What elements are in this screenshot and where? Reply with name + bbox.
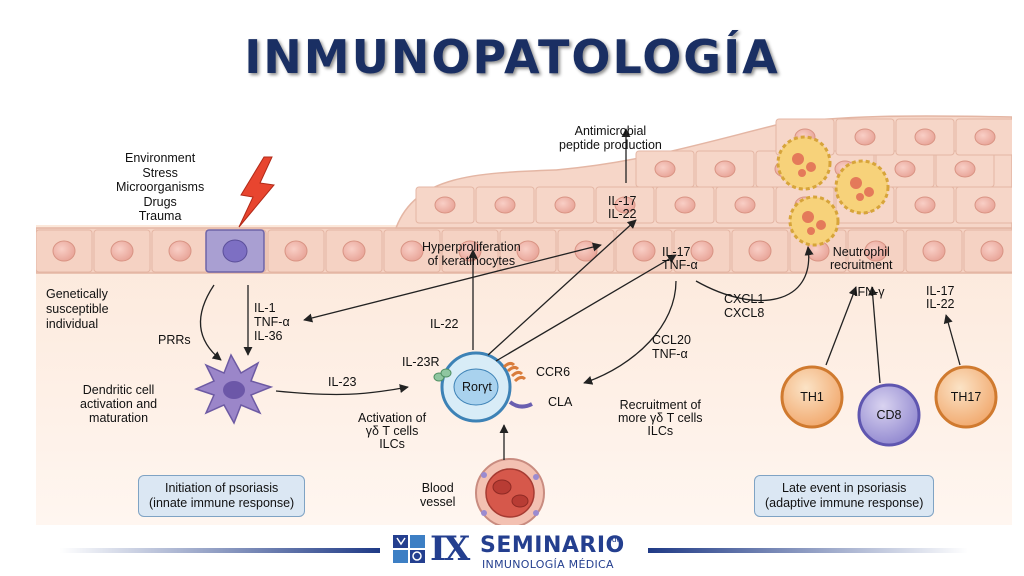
keratinocyte-nucleus xyxy=(400,240,424,262)
dendritic-cell xyxy=(193,353,274,425)
th1-cell xyxy=(780,365,844,429)
cd8-label: CD8 xyxy=(876,408,902,422)
footer: IX SEMINARIO de INMUNOLOGÍA MÉDICA xyxy=(0,529,1024,576)
logo-subtitle: INMUNOLOGÍA MÉDICA xyxy=(482,558,614,571)
cd8-cell xyxy=(857,383,921,447)
rorgt-t-cell xyxy=(433,351,533,423)
logo-word: SEMINARIO xyxy=(480,533,625,558)
arrows xyxy=(199,128,961,460)
cla-label: CLA xyxy=(548,395,573,409)
footer-line-right xyxy=(648,548,968,553)
il23r-label: IL-23R xyxy=(402,355,440,369)
rorgt-label: Rorγt xyxy=(462,380,492,394)
keratinocyte-nucleus xyxy=(914,196,936,214)
keratinocyte-nucleus xyxy=(632,240,656,262)
keratinocyte-nucleus xyxy=(690,240,714,262)
keratinocyte-nucleus xyxy=(854,128,876,146)
keratinocyte-nucleus xyxy=(974,196,996,214)
neutrophils xyxy=(776,135,890,247)
keratinocyte-nucleus xyxy=(52,240,76,262)
keratinocyte-nucleus xyxy=(110,240,134,262)
keratinocyte-nucleus xyxy=(734,196,756,214)
footer-line-left xyxy=(60,548,380,553)
ifn-label: IFN-γ xyxy=(854,285,885,299)
blood-vessel xyxy=(475,458,545,525)
ccr6-label: CCR6 xyxy=(536,365,571,379)
keratinocyte-nucleus xyxy=(674,196,696,214)
keratinocyte-nucleus xyxy=(974,128,996,146)
keratinocyte-nucleus xyxy=(342,240,366,262)
keratinocyte-nucleus xyxy=(614,196,636,214)
keratinocyte-nucleus xyxy=(434,196,456,214)
prrs-label: PRRs xyxy=(158,333,191,347)
page-title: INMUNOPATOLOGÍA xyxy=(244,30,780,84)
keratinocyte-nucleus xyxy=(714,160,736,178)
th17-cell xyxy=(934,365,998,429)
keratinocyte-nucleus xyxy=(980,240,1004,262)
keratinocyte-nucleus xyxy=(284,240,308,262)
il22-label: IL-22 xyxy=(430,317,459,331)
upper-keratinocytes xyxy=(415,118,1012,224)
keratinocyte-nucleus xyxy=(954,160,976,178)
keratinocyte-nucleus xyxy=(864,240,888,262)
keratinocyte-nucleus xyxy=(554,196,576,214)
adaptive-response-box: Late event in psoriasis(adaptive immune … xyxy=(754,475,935,517)
logo-emblem-icon xyxy=(393,535,425,563)
logo-de: de xyxy=(612,535,621,544)
il23-label: IL-23 xyxy=(328,375,357,389)
logo-number: IX xyxy=(430,529,470,569)
keratinocyte-nucleus xyxy=(748,240,772,262)
keratinocyte-nucleus xyxy=(922,240,946,262)
keratinocyte-nucleus xyxy=(654,160,676,178)
keratinocyte-nucleus xyxy=(914,128,936,146)
keratinocyte-nucleus xyxy=(894,160,916,178)
lightning-icon xyxy=(238,156,275,228)
th1-label: TH1 xyxy=(800,390,824,404)
keratinocyte-nucleus xyxy=(168,240,192,262)
innate-response-box: Initiation of psoriasis(innate immune re… xyxy=(138,475,306,517)
th17-label: TH17 xyxy=(950,390,982,404)
keratinocyte-nucleus xyxy=(494,196,516,214)
diagram-graphics xyxy=(36,115,1012,525)
